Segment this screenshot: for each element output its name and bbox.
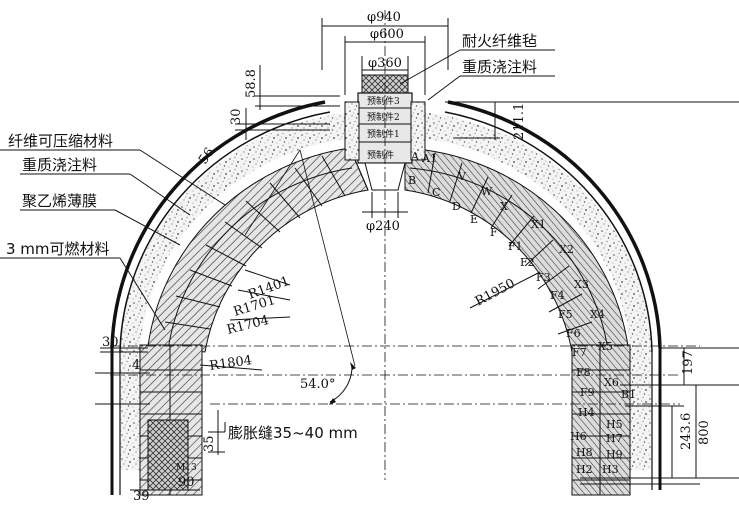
prefab-1: 预制件1 bbox=[367, 128, 400, 140]
brick-w: W bbox=[481, 185, 493, 198]
brick-x6: X6 bbox=[604, 376, 619, 389]
brick-x4: X4 bbox=[590, 308, 605, 321]
prefab-0: 预制件 bbox=[367, 149, 394, 161]
label-heavy-castable-left: 重质浇注料 bbox=[22, 156, 97, 174]
leader-lines bbox=[0, 49, 555, 432]
radius-r1704: R1704 bbox=[225, 313, 270, 338]
dim-bottom-39: 39 bbox=[133, 489, 150, 504]
brick-f9: F9 bbox=[580, 386, 595, 399]
brick-f3: F3 bbox=[536, 271, 551, 284]
radius-r1804: R1804 bbox=[208, 353, 253, 374]
brick-f8: F8 bbox=[576, 366, 591, 379]
brick-f5: F5 bbox=[558, 308, 573, 321]
shell-layers bbox=[110, 100, 662, 495]
dim-bottom-35: 35 bbox=[202, 435, 217, 452]
brick-h9: H9 bbox=[606, 448, 623, 461]
brick-b1: B1 bbox=[621, 388, 636, 401]
brick-d: D bbox=[452, 200, 461, 213]
brick-h7: H7 bbox=[606, 432, 623, 445]
brick-f: F bbox=[490, 226, 498, 239]
brick-h3: H3 bbox=[602, 463, 619, 476]
prefab-labels: 预制件3 预制件2 预制件1 预制件 bbox=[367, 95, 400, 161]
dim-left-30-top: 30 bbox=[229, 108, 244, 125]
label-combustible: 3 mm可燃材料 bbox=[6, 240, 110, 258]
label-expansion-joint: 膨胀缝35~40 mm bbox=[228, 424, 358, 442]
brick-f1: F1 bbox=[508, 240, 523, 253]
center-lines bbox=[110, 10, 700, 480]
dim-throat: φ240 bbox=[366, 219, 400, 234]
dim-right-800: 800 bbox=[697, 420, 712, 445]
brick-labels: A A1 B C D E F F1 F2 F3 F4 F5 F6 F7 F8 F… bbox=[176, 150, 636, 476]
dim-top-height: 58.8 bbox=[244, 69, 259, 98]
brick-h5: H5 bbox=[606, 418, 623, 431]
dim-angle: 54.0° bbox=[300, 377, 335, 392]
brick-m13: M13 bbox=[176, 463, 197, 473]
dimension-lines bbox=[95, 18, 739, 491]
dim-right-243: 243.6 bbox=[679, 413, 694, 450]
radius-r1950: R1950 bbox=[473, 276, 518, 309]
radius-labels: R1401 R1701 R1704 R1804 R1950 bbox=[208, 274, 517, 374]
brick-h6: H6 bbox=[570, 430, 587, 443]
brick-h8: H8 bbox=[576, 446, 593, 459]
material-labels: 耐火纤维毡 重质浇注料 纤维可压缩材料 重质浇注料 聚乙烯薄膜 3 mm可燃材料… bbox=[6, 32, 537, 442]
right-side-wall bbox=[571, 344, 631, 496]
dim-bottom-90: 90 bbox=[178, 475, 195, 490]
label-heavy-castable-top: 重质浇注料 bbox=[462, 58, 537, 76]
brick-v: V bbox=[457, 170, 467, 183]
brick-f6: F6 bbox=[566, 327, 581, 340]
brick-f2: F2 bbox=[520, 256, 535, 269]
angle-arc bbox=[329, 362, 356, 405]
brick-f7: F7 bbox=[572, 346, 587, 359]
label-compressible-fiber: 纤维可压缩材料 bbox=[8, 132, 113, 150]
brick-c: C bbox=[432, 186, 440, 199]
brick-a: A bbox=[410, 150, 420, 163]
dimension-texts: φ940 φ600 φ360 φ240 58.8 30 211.1 56 30 … bbox=[102, 10, 712, 504]
label-pe-film: 聚乙烯薄膜 bbox=[22, 192, 97, 210]
dim-right-197: 197 bbox=[681, 350, 696, 375]
brick-b: B bbox=[408, 174, 416, 187]
dim-left-4: 4 bbox=[132, 358, 140, 373]
prefab-2: 预制件2 bbox=[367, 111, 400, 123]
brick-x3: X3 bbox=[574, 278, 589, 291]
brick-a1: A1 bbox=[421, 152, 437, 165]
brick-x: X bbox=[500, 200, 508, 213]
brick-f4: F4 bbox=[550, 289, 565, 302]
brick-x1: X1 bbox=[531, 218, 546, 231]
brick-h4: H4 bbox=[578, 406, 595, 419]
dim-top-inner: φ360 bbox=[368, 56, 402, 71]
brick-x2: X2 bbox=[559, 243, 574, 256]
dim-left-30-bottom: 30 bbox=[102, 335, 119, 350]
left-side-wall bbox=[139, 344, 203, 496]
brick-e: E bbox=[470, 213, 478, 226]
dim-right-211: 211.1 bbox=[512, 103, 527, 140]
label-fiber-felt: 耐火纤维毡 bbox=[462, 32, 537, 50]
brick-x5: X5 bbox=[598, 340, 613, 353]
prefab-3: 预制件3 bbox=[367, 95, 400, 107]
brick-h2: H2 bbox=[576, 463, 593, 476]
dim-top-mid: φ600 bbox=[370, 27, 404, 42]
dim-top-outer: φ940 bbox=[367, 10, 401, 25]
